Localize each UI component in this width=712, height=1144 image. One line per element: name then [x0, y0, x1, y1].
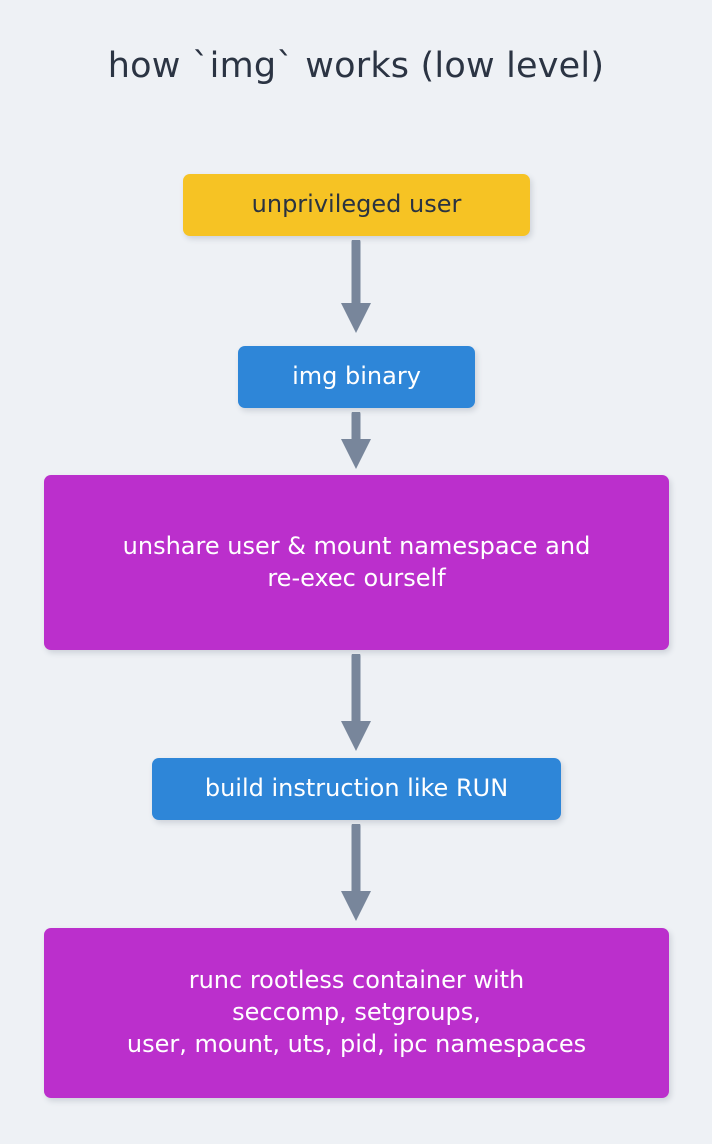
- page-title: how `img` works (low level): [107, 46, 605, 86]
- node-runc-rootless-container[interactable]: runc rootless container with seccomp, se…: [44, 928, 669, 1098]
- node-img-binary-label: img binary: [292, 362, 421, 391]
- node-build-instruction-label: build instruction like RUN: [204, 774, 509, 803]
- node-img-binary[interactable]: img binary: [238, 346, 475, 408]
- arrow-user-to-img: [338, 240, 374, 336]
- arrow-img-to-unshare: [338, 412, 374, 472]
- node-build-instruction[interactable]: build instruction like RUN: [152, 758, 561, 820]
- arrow-unshare-to-build: [338, 654, 374, 754]
- node-unprivileged-user-label: unprivileged user: [251, 190, 462, 219]
- node-unshare-user-mount-namespace[interactable]: unshare user & mount namespace and re-ex…: [44, 475, 669, 650]
- node-runc-label: runc rootless container with seccomp, se…: [126, 966, 587, 1058]
- arrow-build-to-runc: [338, 824, 374, 924]
- node-unshare-label: unshare user & mount namespace and re-ex…: [122, 531, 591, 592]
- node-unprivileged-user[interactable]: unprivileged user: [183, 174, 530, 236]
